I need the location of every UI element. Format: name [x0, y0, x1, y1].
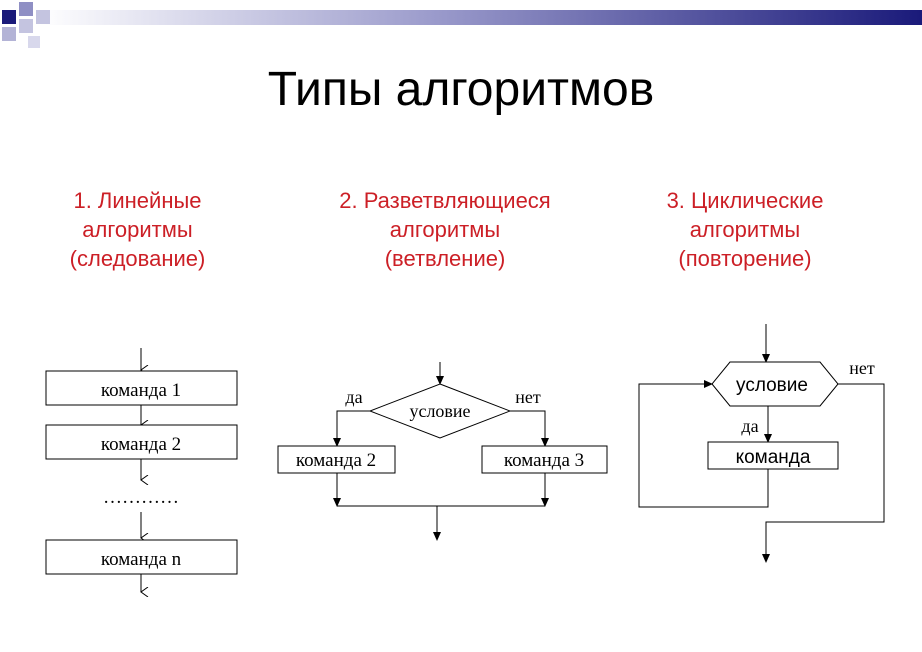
yes-label: да	[741, 416, 758, 436]
command-label: команда 1	[101, 380, 181, 401]
condition-label: условие	[736, 375, 808, 396]
yes-label: да	[345, 387, 362, 407]
heading-branching: 2. Разветвляющиеся алгоритмы (ветвление)	[305, 186, 585, 273]
exit-line	[762, 383, 885, 563]
heading-line: (ветвление)	[384, 246, 506, 271]
banner-square	[2, 10, 16, 24]
condition-diamond	[368, 383, 512, 439]
banner-square	[2, 27, 16, 41]
command-label: команда 3	[504, 450, 584, 471]
banner-square	[19, 19, 33, 33]
banner-square	[19, 2, 33, 16]
branching-flowchart	[277, 362, 608, 541]
loop-back-line	[638, 380, 769, 508]
heading-line: алгоритмы	[689, 217, 801, 242]
page-title: Типы алгоритмов	[267, 63, 655, 116]
command-label: команда 2	[296, 450, 376, 471]
command-box	[277, 445, 396, 474]
no-branch-line	[510, 410, 549, 447]
heading-cyclic: 3. Циклические алгоритмы (повторение)	[625, 186, 865, 273]
yes-branch-line	[333, 410, 370, 447]
banner-square	[28, 36, 40, 48]
banner-gradient-bar	[40, 10, 922, 25]
command-label: команда 2	[101, 434, 181, 455]
banner-square	[36, 10, 50, 24]
heading-line: 2. Разветвляющиеся	[339, 188, 551, 213]
condition-label: условие	[409, 401, 470, 421]
command-box	[45, 539, 238, 575]
command-box	[481, 445, 608, 474]
ellipsis: …………	[103, 487, 179, 508]
heading-line: (повторение)	[678, 246, 812, 271]
heading-line: алгоритмы	[82, 217, 193, 242]
heading-line: 3. Циклические	[666, 188, 824, 213]
command-label: команда n	[101, 549, 182, 570]
cyclic-flowchart	[638, 324, 885, 563]
command-box	[707, 441, 839, 470]
no-label: нет	[515, 387, 541, 407]
heading-linear: 1. Линейные алгоритмы (следование)	[20, 186, 255, 273]
command-label: команда	[736, 447, 811, 468]
heading-line: (следование)	[69, 246, 206, 271]
no-label: нет	[849, 358, 875, 378]
heading-line: алгоритмы	[389, 217, 501, 242]
top-banner	[2, 2, 922, 48]
linear-flowchart	[45, 348, 238, 592]
heading-line: 1. Линейные	[73, 188, 202, 213]
